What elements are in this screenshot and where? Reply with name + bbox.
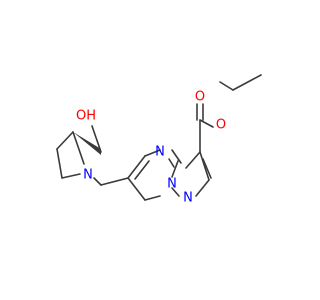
molecule-structure: OH N O O N N N [56, 74, 262, 206]
pyrrolidine-n-label: N [83, 168, 93, 183]
stereo-wedge-bond [73, 132, 101, 155]
hydroxyl-label: OH [76, 109, 96, 124]
atom-labels: OH N O O N N N [76, 90, 226, 206]
pyrazole-n-label: N [183, 191, 193, 206]
ester-ether-o-label: O [216, 118, 226, 133]
bond-lines [56, 74, 262, 201]
ring-n-upper-label: N [155, 145, 165, 160]
ester-carbonyl-o-label: O [195, 90, 205, 105]
ring-n-fused-label: N [167, 177, 177, 192]
